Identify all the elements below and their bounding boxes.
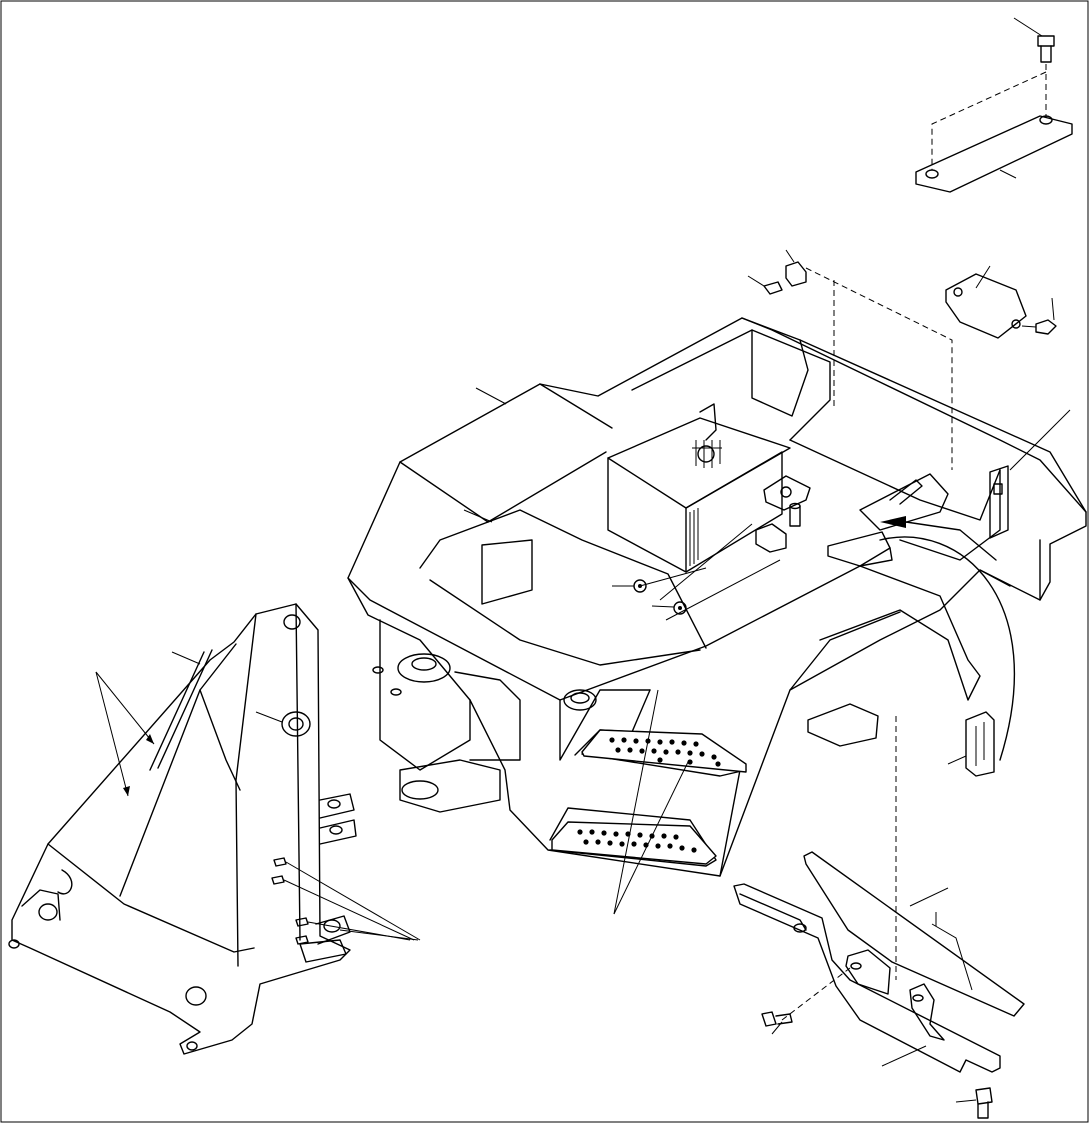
leader-line-skid-plate — [909, 887, 949, 907]
leader-line-cover-plate — [999, 169, 1017, 179]
leader-lines-steps — [613, 689, 689, 915]
leader-line-center-2 — [659, 523, 753, 601]
bottom-skid-plate — [803, 851, 1025, 1017]
direction-arrow-line — [905, 521, 997, 561]
leader-line-cover-bolt — [1013, 17, 1043, 37]
oval-cover-plate — [945, 273, 1027, 339]
leader-line-deck-edge — [463, 509, 493, 523]
dashed-alignment-guard — [781, 716, 897, 1021]
connector-block — [755, 523, 787, 553]
tower-bolts — [271, 857, 309, 945]
latch-handle — [965, 711, 995, 777]
leader-lines-tower — [171, 651, 421, 941]
clip-bolt — [763, 281, 783, 295]
leader-line-guard — [881, 1045, 927, 1067]
side-bracket — [989, 465, 1009, 539]
leader-line-top-deck — [475, 387, 507, 405]
latch-bracket — [827, 473, 949, 567]
leader-line-center-3 — [639, 567, 707, 587]
oval-plate-bolt — [1021, 319, 1057, 335]
lower-step-plate — [551, 821, 717, 865]
dashed-alignment-clip — [805, 267, 953, 470]
dashed-alignment-cover — [931, 64, 1047, 170]
leader-line-oval-plate — [975, 265, 991, 289]
grommet-bolt-2 — [651, 601, 687, 615]
clip-bracket — [785, 261, 807, 287]
guard-bolt-bottom — [975, 1087, 993, 1119]
leader-line-clip — [785, 249, 795, 263]
main-frame — [347, 317, 1087, 877]
cover-bolt — [1037, 35, 1055, 63]
latch-cable-arc — [879, 536, 1016, 761]
lower-guard-bracket — [733, 883, 1001, 1073]
guard-bolt-left — [761, 1011, 793, 1027]
top-cover-plate — [915, 115, 1073, 193]
leader-line-guard-bolt-bottom — [955, 1099, 977, 1103]
arrow-icon — [880, 516, 906, 528]
left-mounting-tower — [8, 603, 357, 1055]
leader-line-center-1 — [665, 559, 781, 621]
wiring-harness-connector — [692, 403, 722, 468]
grommet-bolt-1 — [612, 579, 647, 593]
leader-line-clip-bolt — [747, 275, 765, 287]
leader-line-oval-bolt — [1051, 297, 1055, 321]
pipe-fitting — [789, 502, 801, 527]
leader-line-guard-bolt-left — [771, 1021, 783, 1035]
leader-line-handle — [947, 755, 967, 765]
tower-arrows — [95, 671, 155, 797]
flange-plate — [763, 475, 811, 511]
leader-line-side-bracket — [1009, 409, 1071, 471]
upper-step-plate — [581, 729, 747, 773]
